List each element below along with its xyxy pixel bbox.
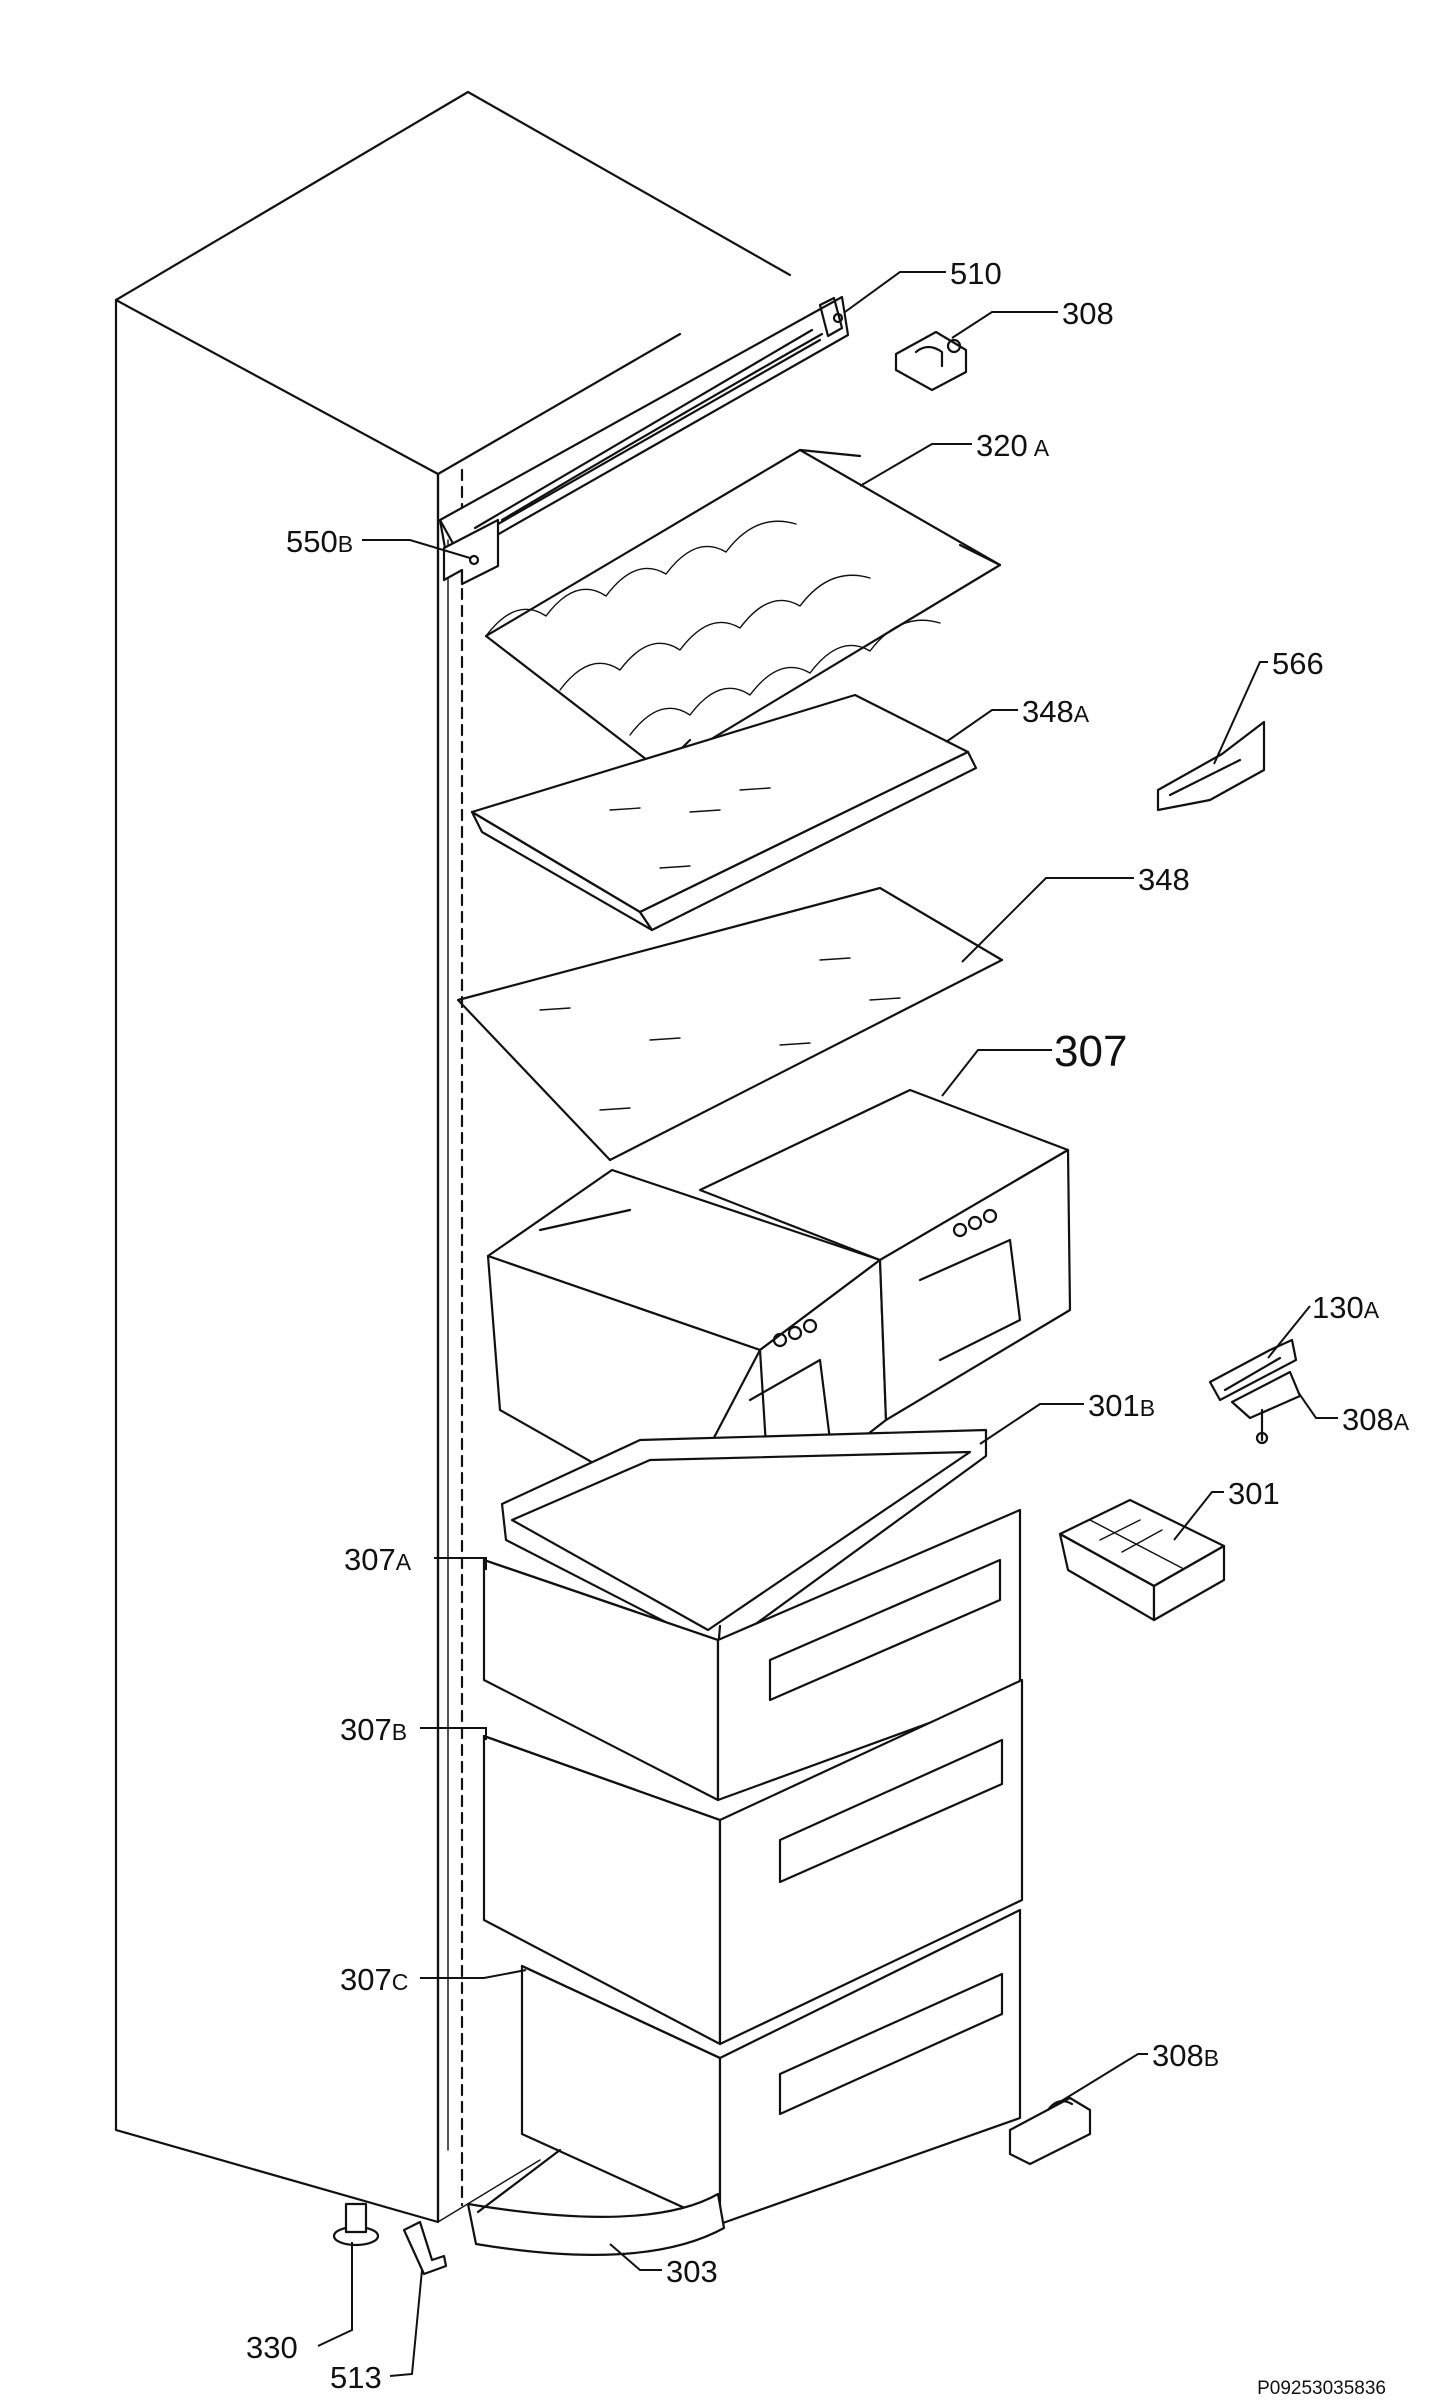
label-348: 348 — [1138, 862, 1190, 897]
part-566-clip — [1156, 720, 1266, 812]
part-348-glass-shelf — [456, 886, 1004, 1162]
label-330: 330 — [246, 2330, 298, 2365]
part-307b-drawer — [482, 1678, 1024, 2046]
part-550b-bracket — [442, 518, 500, 586]
label-303: 303 — [666, 2254, 718, 2289]
label-513: 513 — [330, 2360, 382, 2395]
reference-code: P09253035836 — [1257, 2378, 1386, 2399]
label-348a: 348A — [1022, 694, 1090, 729]
label-307c: 307C — [340, 1962, 408, 1997]
leader-lines — [317, 271, 1338, 2377]
part-301-ice-tray — [1058, 1498, 1226, 1622]
part-510-control-panel — [438, 295, 850, 558]
part-303-bottom-cover — [466, 2148, 726, 2256]
part-301b-tray — [500, 1428, 988, 1652]
part-513-clip — [402, 2220, 448, 2276]
part-130a-hinge-bracket — [1208, 1338, 1298, 1402]
label-301: 301 — [1228, 1476, 1280, 1511]
part-308-hinge-top — [894, 330, 968, 392]
label-301b: 301B — [1088, 1388, 1155, 1423]
label-307a: 307A — [344, 1542, 412, 1577]
label-510: 510 — [950, 256, 1002, 291]
part-330-adjustable-foot — [332, 2202, 380, 2247]
label-308: 308 — [1062, 296, 1114, 331]
label-566: 566 — [1272, 646, 1324, 681]
label-308a: 308A — [1342, 1402, 1410, 1437]
label-307b: 307B — [340, 1712, 407, 1747]
label-308b: 308B — [1152, 2038, 1219, 2073]
cabinet-body — [114, 90, 792, 2224]
part-307-crisper-box-right — [698, 1088, 1072, 1422]
part-307c-drawer — [520, 1908, 1022, 2226]
label-130a: 130A — [1312, 1290, 1380, 1325]
label-550b: 550B — [286, 524, 353, 559]
label-307: 307 — [1054, 1027, 1127, 1076]
part-348a-glass-shelf — [470, 693, 978, 932]
